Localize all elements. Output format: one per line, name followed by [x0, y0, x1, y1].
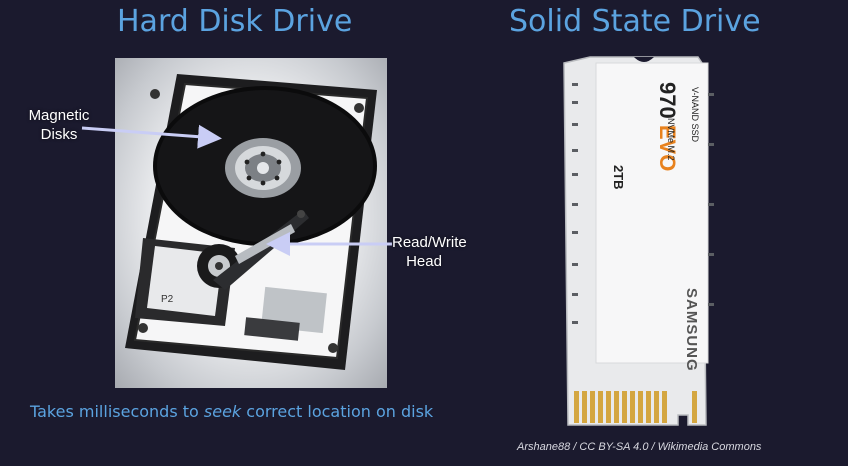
ssd-type-label: V-NAND SSD: [690, 87, 700, 143]
caption-emphasis: seek: [203, 402, 242, 421]
ssd-series-number: 970: [655, 82, 680, 119]
callout-disks-line1: Magnetic: [28, 107, 90, 124]
hard-disk-drive-photo: P2: [115, 58, 387, 388]
hdd-title: Hard Disk Drive: [117, 4, 353, 39]
ssd-capacity-label: 2TB: [611, 165, 626, 190]
callout-head-line1: Read/Write: [392, 234, 467, 251]
read-write-head-callout: Read/Write Head: [392, 233, 467, 271]
magnetic-disks-callout: Magnetic Disks: [24, 106, 94, 144]
callout-head-line2: Head: [406, 253, 442, 270]
image-credit: Arshane88 / CC BY-SA 4.0 / Wikimedia Com…: [517, 441, 762, 453]
m2-ssd-photo: [556, 53, 734, 435]
ssd-interface-label: NVMe M.2: [666, 118, 676, 161]
ssd-brand-label: SAMSUNG: [683, 288, 700, 372]
caption-after: correct location on disk: [241, 402, 434, 421]
callout-disks-line2: Disks: [40, 126, 78, 143]
seek-caption: Takes milliseconds to seek correct locat…: [30, 402, 433, 421]
svg-text:P2: P2: [161, 294, 174, 305]
ssd-title: Solid State Drive: [509, 4, 761, 39]
caption-before: Takes milliseconds to: [30, 402, 204, 421]
